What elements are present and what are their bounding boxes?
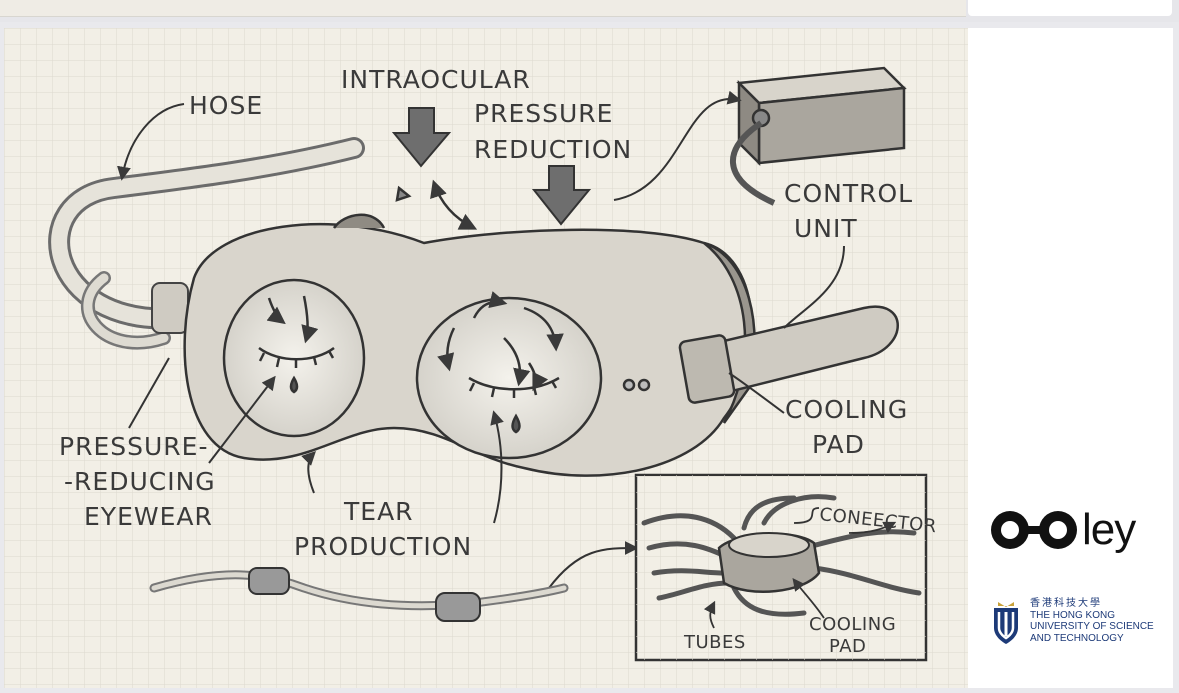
sidebar xyxy=(968,28,1173,688)
top-strip xyxy=(0,0,1179,22)
hkust-name-zh: 香港科技大學 xyxy=(1030,598,1102,609)
label-control-line2: UNIT xyxy=(794,214,858,243)
previous-sidebar-edge xyxy=(968,0,1172,16)
label-control-line1: CONTROL xyxy=(784,179,913,208)
leader-lines xyxy=(117,90,845,589)
pressure-arrows xyxy=(391,107,592,226)
eyewear-diagram: HOSE INTRAOCULAR PRESSURE REDUCTION CONT… xyxy=(4,28,968,688)
ooley-wordmark: ley xyxy=(1082,505,1136,554)
control-unit xyxy=(730,66,907,206)
strap xyxy=(678,305,899,404)
label-tear-line2: PRODUCTION xyxy=(294,532,472,561)
hkust-name-line1: THE HONG KONG xyxy=(1030,609,1116,621)
hkust-name-line2: UNIVERSITY OF SCIENCE xyxy=(1030,621,1154,632)
label-iop-line3: REDUCTION xyxy=(474,135,632,164)
small-arrows xyxy=(395,179,478,230)
hkust-emblem-icon xyxy=(994,602,1018,644)
lower-cable xyxy=(149,567,569,622)
airflow-arrows xyxy=(266,291,564,392)
ooley-logo: ley xyxy=(988,505,1136,555)
hkust-name-line3: AND TECHNOLOGY xyxy=(1030,632,1124,644)
right-lens xyxy=(415,296,603,460)
label-tear-line1: TEAR xyxy=(343,497,414,526)
label-cooling-line1: COOLING xyxy=(785,395,908,424)
label-inset-tubes: TUBES xyxy=(683,632,746,653)
hkust-logo: 香港科技大學 THE HONG KONG UNIVERSITY OF SCIEN… xyxy=(990,598,1154,646)
label-eyewear-line1: PRESSURE- xyxy=(59,432,208,461)
sketch-panel: HOSE INTRAOCULAR PRESSURE REDUCTION CONT… xyxy=(4,28,968,688)
goggles xyxy=(183,213,756,477)
label-eyewear-line3: EYEWEAR xyxy=(84,502,213,531)
label-cooling-line2: PAD xyxy=(812,430,865,459)
label-iop-line1: INTRAOCULAR xyxy=(341,65,531,94)
label-eyewear-line2: -REDUCING xyxy=(64,467,216,496)
label-hose: HOSE xyxy=(189,91,263,120)
ooley-glasses-icon xyxy=(991,511,1077,549)
label-inset-cooling-line1: COOLING xyxy=(809,614,896,635)
label-inset-cooling-line2: PAD xyxy=(829,636,866,657)
hose xyxy=(48,137,365,350)
connector-inset xyxy=(634,473,928,662)
previous-image-edge xyxy=(0,0,966,17)
cooling-pad-strap xyxy=(678,334,736,404)
label-iop-line2: PRESSURE xyxy=(474,99,613,128)
closed-eyes xyxy=(258,346,560,434)
